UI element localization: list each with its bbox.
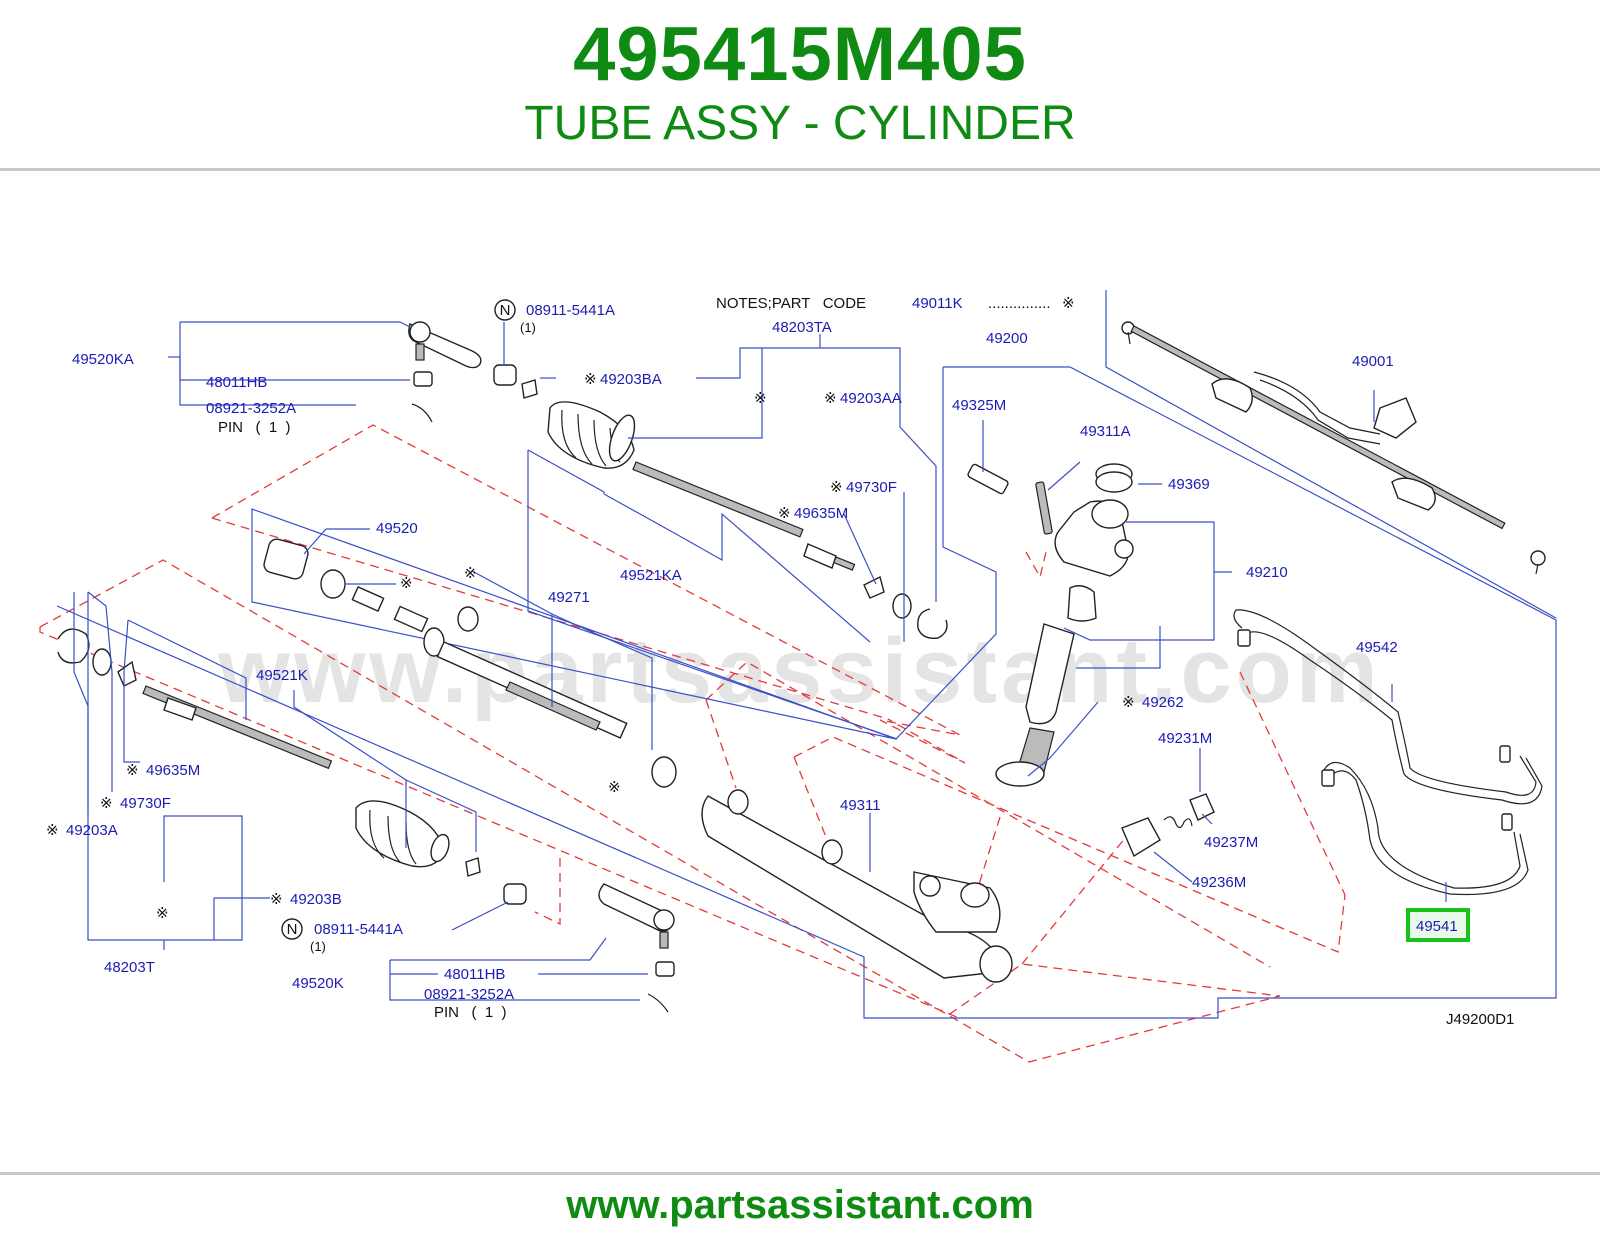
label-08911-5441A-top[interactable]: 08911-5441A bbox=[526, 302, 615, 319]
symbol-49730F-left: ※ bbox=[100, 795, 113, 812]
bushing-upper bbox=[493, 364, 538, 399]
part-number-title: 495415M405 bbox=[573, 12, 1027, 97]
label-49001[interactable]: 49001 bbox=[1352, 353, 1394, 370]
page-header: 495415M405 TUBE ASSY - CYLINDER bbox=[0, 0, 1600, 168]
notes-dots: ............... bbox=[988, 295, 1051, 312]
rack-housing-49311 bbox=[701, 789, 1013, 983]
tie-rod-end-upper bbox=[408, 321, 482, 423]
dashed-assembly-outlines bbox=[39, 424, 1346, 1063]
n-badge-bottom bbox=[281, 918, 303, 940]
label-49231M[interactable]: 49231M bbox=[1158, 730, 1212, 747]
part-name-subtitle: TUBE ASSY - CYLINDER bbox=[524, 97, 1076, 150]
watermark-text: www.partsassistant.com bbox=[217, 620, 1381, 722]
label-49541[interactable]: 49541 bbox=[1416, 918, 1458, 935]
symbol-49262: ※ bbox=[1122, 694, 1135, 711]
label-49203BA[interactable]: 49203BA bbox=[600, 371, 662, 388]
symbol-49635M-top: ※ bbox=[778, 505, 791, 522]
label-49730F-top[interactable]: 49730F bbox=[846, 479, 897, 496]
label-49369[interactable]: 49369 bbox=[1168, 476, 1210, 493]
symbol-48203T-mid: ※ bbox=[156, 905, 169, 922]
leader-lines bbox=[73, 321, 1447, 1001]
label-49236M[interactable]: 49236M bbox=[1192, 874, 1246, 891]
label-48011HB-bottom[interactable]: 48011HB bbox=[444, 966, 505, 983]
valve-housing-49210 bbox=[967, 463, 1134, 787]
label-49311A[interactable]: 49311A bbox=[1080, 423, 1131, 440]
label-49520KA[interactable]: 49520KA bbox=[72, 351, 134, 368]
rack-bushing-49520 bbox=[263, 538, 346, 599]
symbol-49203AA: ※ bbox=[824, 390, 837, 407]
label-08911-top-qty: (1) bbox=[520, 320, 536, 335]
label-48203TA[interactable]: 48203TA bbox=[772, 319, 832, 336]
symbol-49203BA: ※ bbox=[584, 371, 597, 388]
tie-rod-end-lower bbox=[503, 883, 675, 1013]
label-49210[interactable]: 49210 bbox=[1246, 564, 1288, 581]
label-49262[interactable]: 49262 bbox=[1142, 694, 1184, 711]
label-pin-bottom: PIN ( 1 ) bbox=[434, 1004, 507, 1021]
label-pin-top: PIN ( 1 ) bbox=[218, 419, 291, 436]
symbol-49271-ring: ※ bbox=[464, 565, 477, 582]
notes-text: NOTES;PART CODE bbox=[716, 295, 866, 312]
steering-gear-assy-49001 bbox=[1121, 321, 1546, 575]
label-49271[interactable]: 49271 bbox=[548, 589, 590, 606]
label-08911-5441A-bottom[interactable]: 08911-5441A bbox=[314, 921, 403, 938]
label-08911-bottom-qty: (1) bbox=[310, 939, 326, 954]
label-49520K[interactable]: 49520K bbox=[292, 975, 344, 992]
bottom-divider bbox=[0, 1172, 1600, 1175]
footer-website-link[interactable]: www.partsassistant.com bbox=[566, 1183, 1034, 1227]
notes-symbol: ※ bbox=[1062, 295, 1075, 312]
label-49542[interactable]: 49542 bbox=[1356, 639, 1398, 656]
symbol-49271-end: ※ bbox=[608, 779, 621, 796]
label-49520[interactable]: 49520 bbox=[376, 520, 418, 537]
label-49521K[interactable]: 49521K bbox=[256, 667, 308, 684]
inner-tie-rod-upper bbox=[632, 461, 948, 639]
label-08921-3252A-bottom[interactable]: 08921-3252A bbox=[424, 986, 514, 1003]
notes-code-label[interactable]: 49011K bbox=[912, 295, 963, 312]
n-badge-top-text: N bbox=[500, 302, 511, 319]
label-49730F-left[interactable]: 49730F bbox=[120, 795, 171, 812]
symbol-48203TA-mid: ※ bbox=[754, 390, 767, 407]
symbol-49730F-top: ※ bbox=[830, 479, 843, 496]
symbol-49635M-left: ※ bbox=[126, 762, 139, 779]
boot-lower bbox=[355, 800, 481, 877]
label-49203A[interactable]: 49203A bbox=[66, 822, 118, 839]
symbol-49520-ring: ※ bbox=[400, 575, 413, 592]
assembly-frame-lines bbox=[56, 290, 1557, 1019]
parts-diagram: www.partsassistant.com bbox=[39, 290, 1557, 1063]
n-badge-top bbox=[494, 299, 516, 321]
label-49635M-top[interactable]: 49635M bbox=[794, 505, 848, 522]
label-49521KA[interactable]: 49521KA bbox=[620, 567, 682, 584]
tube-assy-49542 bbox=[1233, 609, 1543, 805]
label-49200[interactable]: 49200 bbox=[986, 330, 1028, 347]
label-48203T[interactable]: 48203T bbox=[104, 959, 155, 976]
tie-rod-inner-lower bbox=[57, 628, 333, 770]
highlight-box-49541[interactable] bbox=[1406, 908, 1470, 942]
adjusting-plunger-group bbox=[1121, 793, 1215, 858]
label-49635M-left[interactable]: 49635M bbox=[146, 762, 200, 779]
tube-assy-49541 bbox=[1321, 761, 1529, 896]
rack-bar-49271 bbox=[351, 585, 677, 788]
top-divider bbox=[0, 168, 1600, 171]
label-49325M[interactable]: 49325M bbox=[952, 397, 1006, 414]
drawing-code: J49200D1 bbox=[1446, 1011, 1514, 1028]
label-49237M[interactable]: 49237M bbox=[1204, 834, 1258, 851]
n-badge-bottom-text: N bbox=[287, 921, 298, 938]
boot-upper bbox=[547, 401, 636, 469]
label-48011HB-top[interactable]: 48011HB bbox=[206, 374, 267, 391]
symbol-49203B: ※ bbox=[270, 891, 283, 908]
symbol-49203A: ※ bbox=[46, 822, 59, 839]
label-49203AA[interactable]: 49203AA bbox=[840, 390, 902, 407]
label-49311[interactable]: 49311 bbox=[840, 797, 881, 814]
label-08921-3252A-top[interactable]: 08921-3252A bbox=[206, 400, 296, 417]
label-49203B[interactable]: 49203B bbox=[290, 891, 342, 908]
